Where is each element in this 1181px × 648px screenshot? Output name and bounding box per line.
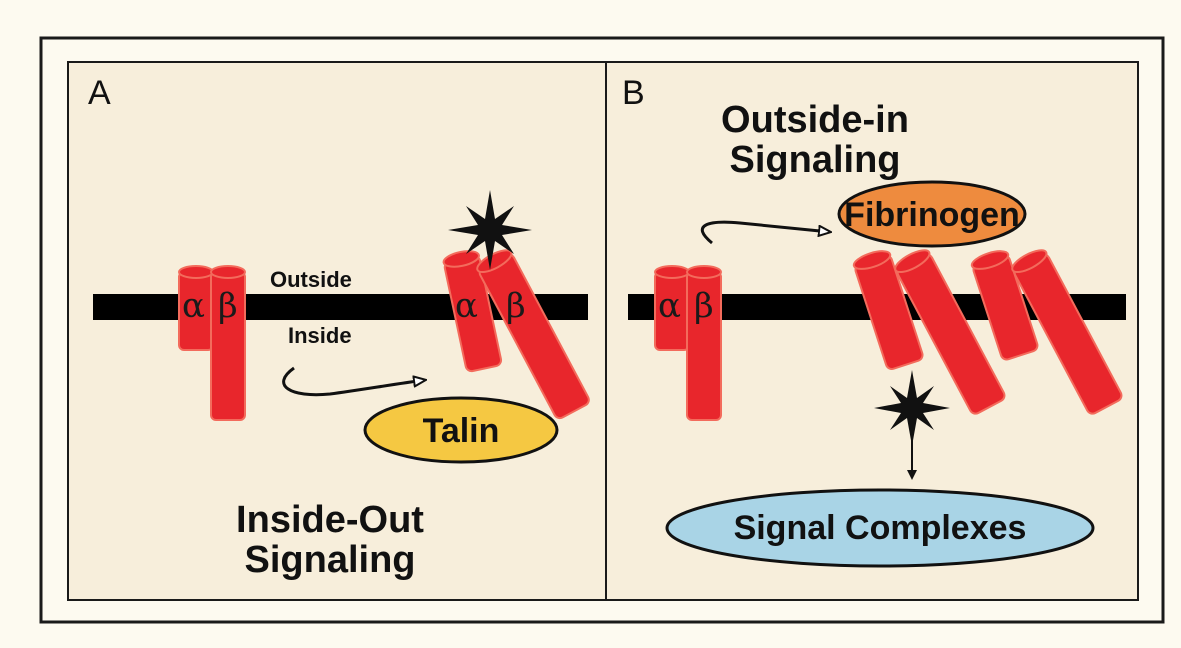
panel-b-letter: B [622, 74, 645, 112]
active-integrin-a [442, 249, 590, 420]
beta-label-b: β [694, 286, 714, 326]
alpha-label-a-inactive: α [182, 286, 205, 326]
signal-star-b [874, 370, 950, 446]
beta-label-a-active: β [506, 286, 526, 326]
active-integrin-b1 [852, 249, 1006, 415]
talin-oval [363, 396, 559, 464]
ligand-star-a [448, 190, 532, 270]
signal-complexes-label: Signal Complexes [733, 509, 1027, 547]
alpha-label-b: α [658, 286, 681, 326]
inactive-integrin-a [178, 265, 246, 421]
inactive-integrin-b [654, 265, 722, 421]
inside-label: Inside [288, 323, 352, 348]
beta-label-a-inactive: β [218, 286, 238, 326]
active-integrin-b2 [970, 249, 1123, 415]
inside-out-title-line2: Signaling [244, 539, 416, 581]
talin-arrow [282, 366, 425, 397]
talin-label: Talin [422, 412, 500, 450]
outside-in-title-line1: Outside-in [721, 99, 909, 141]
outside-in-title-line2: Signaling [729, 139, 901, 181]
fibrinogen-oval [837, 180, 1027, 248]
outer-frame [39, 36, 1165, 624]
alpha-label-a-active: α [455, 286, 478, 326]
signal-complexes-oval [665, 488, 1095, 568]
outside-label: Outside [270, 267, 352, 292]
panel-a-letter: A [88, 74, 111, 112]
fibrinogen-arrow [700, 220, 830, 245]
fibrinogen-label: Fibrinogen [844, 196, 1020, 234]
inside-out-title-line1: Inside-Out [236, 499, 424, 541]
